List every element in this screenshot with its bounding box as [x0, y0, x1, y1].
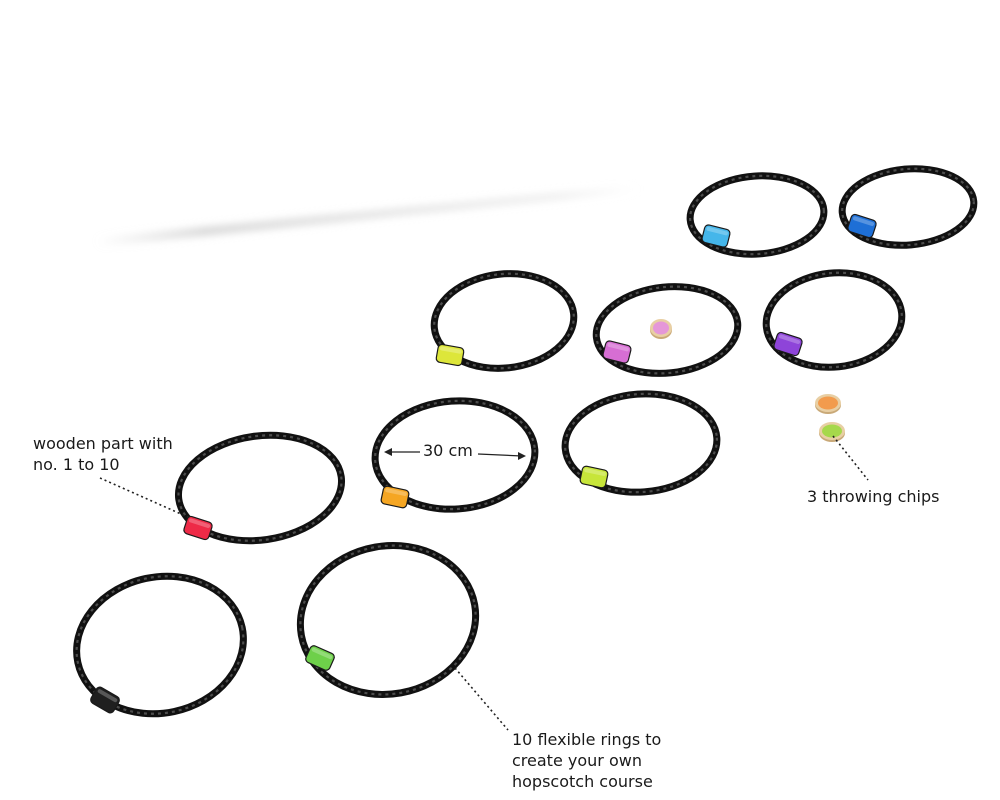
- rings-label-line-3: hopscotch course: [512, 772, 653, 791]
- wooden-part-label: wooden part with no. 1 to 10: [33, 433, 173, 475]
- rings-label-line-2: create your own: [512, 751, 642, 770]
- ring-9: [296, 542, 480, 698]
- ring-7: [686, 172, 828, 258]
- diameter-label: 30 cm: [421, 441, 475, 460]
- ring-rope-twist: [765, 271, 903, 369]
- ring-rope-twist: [299, 544, 477, 696]
- bead-body: [847, 213, 877, 239]
- leader-line-rings: [454, 667, 509, 731]
- bead-shine: [188, 518, 211, 529]
- ring-1: [174, 431, 346, 545]
- ring-6: [762, 269, 906, 371]
- dimension-line-right: [477, 453, 523, 457]
- bead-shine: [97, 689, 118, 703]
- dimension-arrow-left: [384, 448, 392, 456]
- ring-10: [73, 572, 247, 718]
- wooden-part-label-line-2: no. 1 to 10: [33, 455, 120, 474]
- leader-line-chips: [832, 435, 869, 481]
- bead-body: [380, 485, 410, 509]
- ring-rope-twist: [75, 575, 245, 715]
- ring-rope-twist: [689, 174, 825, 256]
- ring-rope: [296, 542, 480, 698]
- chip-face: [818, 396, 838, 410]
- leader-line-wooden-part: [99, 477, 191, 519]
- bead-shine: [385, 488, 407, 496]
- ring-bead-5: [602, 340, 632, 364]
- rings-group: [73, 165, 978, 718]
- ring-bead-2: [380, 485, 410, 509]
- wooden-part-label-line-1: wooden part with: [33, 434, 173, 453]
- ring-bead-4: [435, 343, 465, 367]
- ring-rope: [686, 172, 828, 258]
- bead-shine: [706, 226, 728, 236]
- ring-bead-1: [183, 515, 213, 541]
- ring-bead-3: [579, 465, 609, 489]
- bead-body: [305, 645, 335, 671]
- bead-shine: [440, 346, 462, 354]
- throwing-chip-1: [650, 319, 672, 339]
- throwing-chips-label: 3 throwing chips: [807, 487, 940, 506]
- dimension-arrow-right: [518, 452, 526, 460]
- ring-rope: [838, 165, 978, 249]
- ring-rope-twist: [841, 167, 975, 247]
- rings-label: 10 flexible rings to create your own hop…: [512, 729, 661, 792]
- ring-rope-twist: [374, 399, 536, 511]
- ring-bead-10: [90, 686, 120, 714]
- ring-rope-twist: [177, 434, 343, 542]
- bead-body: [773, 331, 803, 357]
- bead-shine: [852, 216, 875, 227]
- chip-face: [653, 321, 669, 335]
- bead-body: [435, 343, 465, 367]
- bead-shine: [311, 647, 333, 660]
- rings-label-line-1: 10 flexible rings to: [512, 730, 662, 749]
- chip-face: [822, 424, 842, 438]
- ring-rope-twist: [564, 392, 718, 494]
- chips-group: [650, 319, 845, 442]
- diameter-dimension: [384, 448, 526, 460]
- bead-shine: [607, 342, 629, 352]
- bead-body: [579, 465, 609, 489]
- ring-bead-8: [847, 213, 877, 239]
- ring-bead-7: [701, 224, 731, 248]
- bead-body: [602, 340, 632, 364]
- bead-body: [90, 686, 120, 714]
- bead-body: [183, 515, 213, 541]
- ring-8: [838, 165, 978, 249]
- ring-bead-9: [305, 645, 335, 671]
- bead-shine: [778, 334, 801, 345]
- throwing-chip-2: [815, 394, 841, 414]
- ring-5: [592, 283, 742, 377]
- ring-bead-6: [773, 331, 803, 357]
- background-smudge: [95, 185, 640, 246]
- ring-rope-twist: [433, 272, 575, 370]
- ring-rope: [762, 269, 906, 371]
- ring-2: [371, 397, 539, 513]
- ring-4: [430, 270, 578, 372]
- throwing-chip-3: [819, 422, 845, 442]
- bead-shine: [584, 468, 606, 476]
- ring-3: [561, 390, 721, 496]
- ring-rope-twist: [595, 285, 739, 375]
- bead-body: [701, 224, 731, 248]
